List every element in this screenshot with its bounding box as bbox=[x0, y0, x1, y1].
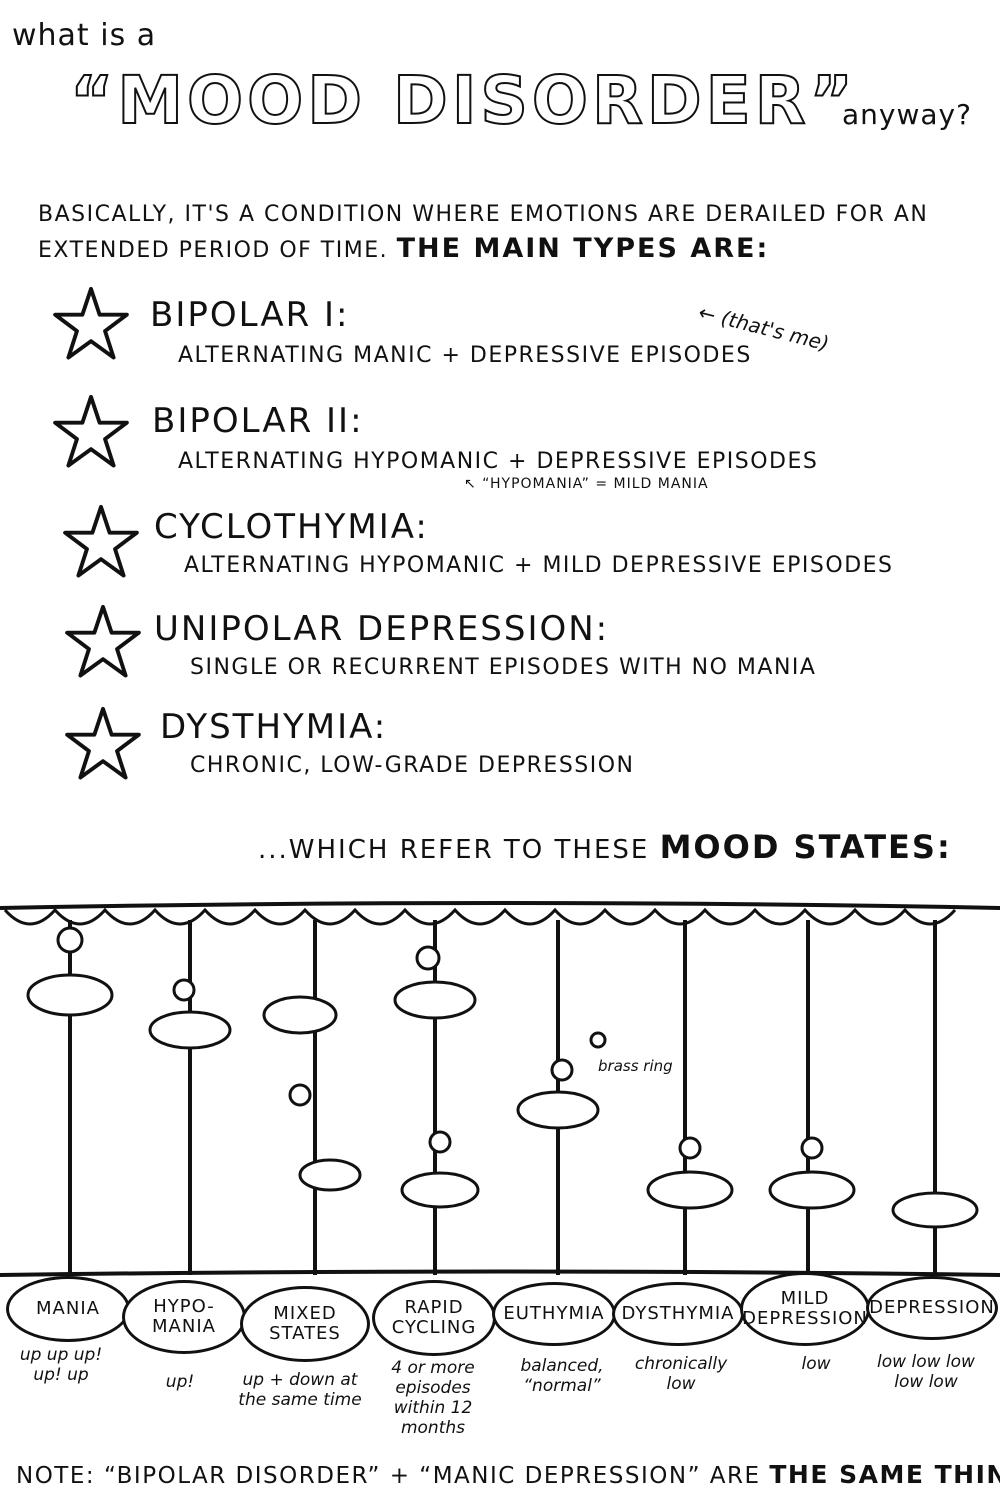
horse-hypomania bbox=[148, 1010, 232, 1050]
states-heading-emph: mood states: bbox=[659, 828, 952, 866]
state-oval-mania: Mania bbox=[6, 1276, 130, 1342]
intro-text: Basically, it's a condition where emotio… bbox=[38, 202, 929, 263]
horse-rapid-bottom bbox=[400, 1171, 480, 1209]
title-suffix: anyway? bbox=[842, 98, 972, 131]
type-desc: alternating manic + depressive episodes bbox=[178, 343, 752, 368]
state-desc-rapid-cycling: 4 or more episodes within 12 months bbox=[391, 1358, 475, 1438]
intro-lead: The main types are: bbox=[396, 233, 770, 264]
type-item: Cyclothymia: alternating hypomanic + mil… bbox=[62, 503, 892, 585]
type-name: Unipolar Depression: bbox=[154, 609, 610, 649]
brass-ring-icon bbox=[589, 1031, 607, 1049]
state-oval-euthymia: Euthymia bbox=[492, 1282, 616, 1346]
carousel-riders bbox=[56, 926, 824, 1160]
type-name: Cyclothymia: bbox=[154, 507, 429, 547]
type-desc: alternating hypomanic + mild depressive … bbox=[184, 553, 894, 578]
state-oval-rapid-cycling: Rapid cycling bbox=[372, 1280, 496, 1356]
horse-mild-depression bbox=[768, 1170, 856, 1210]
horse-depression bbox=[891, 1191, 979, 1229]
state-desc-mixed-states: up + down at the same time bbox=[238, 1370, 362, 1410]
state-desc-dysthymia: chronically low bbox=[634, 1354, 728, 1394]
state-desc-depression: low low low low low bbox=[877, 1352, 975, 1392]
state-label: Hypo-mania bbox=[152, 1296, 216, 1337]
state-oval-hypomania: Hypo-mania bbox=[122, 1280, 246, 1354]
state-label: Mania bbox=[36, 1298, 100, 1319]
state-desc-mild-depression: low bbox=[801, 1354, 831, 1374]
state-label: Depression bbox=[869, 1297, 995, 1318]
carousel-canopy bbox=[0, 901, 1000, 926]
horse-mania bbox=[26, 973, 114, 1017]
state-label: Euthymia bbox=[503, 1303, 605, 1324]
star-icon bbox=[53, 394, 129, 468]
state-oval-mixed-states: Mixed states bbox=[240, 1286, 370, 1362]
state-oval-mild-depression: Mild depression bbox=[740, 1272, 870, 1346]
state-label: Mixed states bbox=[269, 1303, 341, 1344]
star-icon bbox=[53, 286, 129, 360]
carousel-platform bbox=[0, 1269, 1000, 1277]
state-desc-euthymia: balanced, “normal” bbox=[520, 1356, 604, 1396]
page-title: “MOOD DISORDER” bbox=[69, 61, 857, 140]
carousel-illustration bbox=[0, 901, 1000, 1277]
horse-dysthymia bbox=[646, 1170, 734, 1210]
brass-ring-label: brass ring bbox=[598, 1057, 673, 1075]
type-name: Bipolar II: bbox=[152, 401, 364, 441]
state-label: Mild depression bbox=[742, 1288, 868, 1329]
carousel-horses bbox=[26, 973, 979, 1229]
state-desc-mania: up up up! up! up bbox=[19, 1345, 103, 1385]
state-desc-hypomania: up! bbox=[165, 1372, 195, 1392]
type-desc: single or recurrent episodes with no man… bbox=[190, 655, 817, 680]
type-item: Dysthymia: chronic, low-grade depression bbox=[64, 705, 633, 787]
state-label: Dysthymia bbox=[621, 1303, 735, 1324]
type-item: Unipolar Depression: single or recurrent… bbox=[64, 603, 815, 685]
type-desc: alternating hypomanic + depressive episo… bbox=[178, 449, 819, 474]
star-icon bbox=[65, 706, 141, 780]
horse-mixed-top bbox=[262, 995, 338, 1035]
states-heading-prefix: ...which refer to these bbox=[258, 835, 650, 865]
type-name: Bipolar I: bbox=[150, 295, 350, 335]
type-item: Bipolar II: alternating hypomanic + depr… bbox=[52, 393, 817, 475]
state-oval-dysthymia: Dysthymia bbox=[612, 1282, 744, 1346]
star-icon bbox=[65, 604, 141, 678]
states-heading: ...which refer to these mood states: bbox=[258, 828, 952, 866]
state-oval-depression: Depression bbox=[866, 1276, 998, 1340]
horse-rapid-top bbox=[393, 980, 477, 1020]
intro-paragraph: Basically, it's a condition where emotio… bbox=[38, 198, 958, 268]
footer-emph: the same thing. bbox=[769, 1460, 1000, 1489]
horse-euthymia bbox=[516, 1090, 600, 1130]
hypomania-note: ↖ “Hypomania” = mild mania bbox=[464, 476, 709, 492]
type-desc: chronic, low-grade depression bbox=[190, 753, 635, 778]
title-prefix: what is a bbox=[12, 18, 157, 53]
carousel-poles bbox=[68, 920, 937, 1275]
footer-note: Note: “Bipolar disorder” + “manic depres… bbox=[16, 1460, 1000, 1489]
horse-mixed-bottom bbox=[298, 1158, 362, 1192]
star-icon bbox=[63, 504, 139, 578]
footer-text: Note: “Bipolar disorder” + “manic depres… bbox=[16, 1463, 761, 1489]
type-item: Bipolar I: alternating manic + depressiv… bbox=[52, 285, 750, 368]
state-label: Rapid cycling bbox=[391, 1297, 477, 1338]
type-name: Dysthymia: bbox=[160, 707, 388, 747]
